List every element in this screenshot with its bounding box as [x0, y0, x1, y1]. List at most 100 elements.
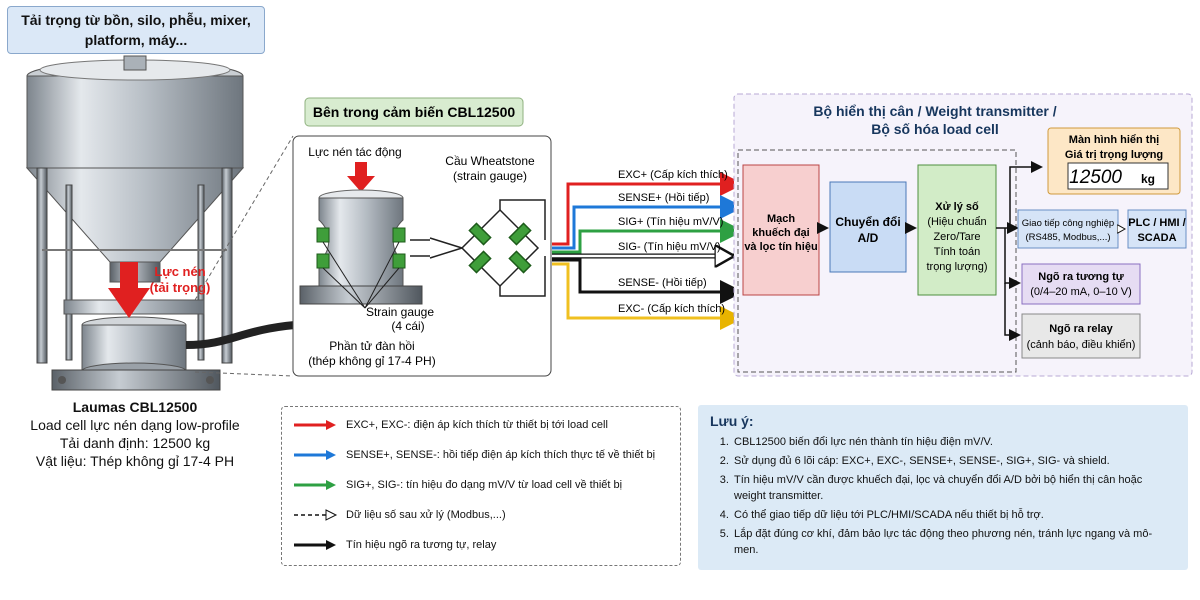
bridge-label-line1: Cầu Wheatstone — [445, 154, 535, 168]
gauge-label-line2: (4 cái) — [391, 319, 424, 333]
load-source-title: Tải trọng từ bồn, silo, phễu, mixer, pla… — [7, 6, 265, 54]
legend-item-sense: SENSE+, SENSE-: hồi tiếp điện áp kích th… — [292, 445, 655, 465]
internal-arrows — [817, 161, 1043, 341]
wire-sense-plus — [552, 195, 744, 250]
sensor-force-arrow — [347, 162, 375, 192]
display-line1: Màn hình hiển thị — [1069, 134, 1159, 146]
plc-line2: SCADA — [1137, 232, 1176, 244]
plc-block — [1127, 209, 1187, 249]
product-rated-load: Tải danh định: 12500 kg — [59, 435, 211, 451]
legend-blue-arrow-icon — [294, 450, 336, 460]
product-type: Load cell lực nén dạng low-profile — [30, 417, 240, 433]
processing-boundary — [737, 149, 1017, 373]
comm-line2: (RS485, Modbus,...) — [1025, 232, 1110, 243]
analog-line1: Ngõ ra tương tự — [1038, 271, 1123, 283]
elastic-label-line2: (thép không gỉ 17-4 PH) — [308, 354, 435, 368]
legend-green-arrow-icon — [294, 480, 336, 490]
relay-line2: (cảnh báo, điều khiển) — [1027, 339, 1136, 351]
display-value: 12500 — [1069, 167, 1122, 188]
elastic-label-line1: Phần tử đàn hồi — [329, 339, 414, 353]
display-screen — [1067, 162, 1169, 190]
relay-line1: Ngõ ra relay — [1049, 323, 1113, 335]
amplifier-line1: Mạch — [767, 213, 795, 225]
processing-line2: (Hiệu chuẩn — [927, 216, 986, 228]
note-item: Tín hiệu mV/V cần được khuếch đại, lọc v… — [732, 472, 1176, 504]
silo-illustration — [25, 55, 296, 391]
notes-title: Lưu ý: — [710, 413, 754, 429]
processing-line1: Xử lý số — [935, 201, 979, 213]
adc-line2: A/D — [858, 231, 879, 245]
adc-line1: Chuyển đổi — [835, 215, 900, 229]
wire-exc-plus — [552, 172, 744, 246]
analog-line2: (0/4–20 mA, 0–10 V) — [1030, 286, 1132, 298]
load-source-title-line2: platform, máy... — [84, 32, 188, 48]
legend-item-output: Tín hiệu ngõ ra tương tự, relay — [292, 535, 496, 555]
sensor-force-label: Lực nén tác động — [308, 145, 401, 159]
signal-label-sense-plus: SENSE+ (Hồi tiếp) — [618, 192, 709, 204]
legend-item-sig: SIG+, SIG-: tín hiệu đo dạng mV/V từ loa… — [292, 475, 622, 495]
legend-item-digital: Dữ liệu số sau xử lý (Modbus,...) — [292, 505, 506, 525]
legend-item-exc: EXC+, EXC-: điện áp kích thích từ thiết … — [292, 415, 608, 435]
legend-text-digital: Dữ liệu số sau xử lý (Modbus,...) — [346, 509, 506, 521]
load-source-title-line1: Tải trọng từ bồn, silo, phễu, mixer, — [21, 12, 251, 28]
processing-block — [917, 164, 997, 296]
strain-gauge-1 — [316, 227, 330, 243]
note-item: CBL12500 biến đổi lực nén thành tín hiệu… — [732, 434, 1176, 450]
product-name: Laumas CBL12500 — [72, 399, 198, 415]
legend-black-arrow-icon — [294, 540, 336, 550]
processing-line3: Zero/Tare — [933, 231, 980, 243]
notes-list: CBL12500 biến đổi lực nén thành tín hiệu… — [710, 434, 1176, 558]
bridge-label-line2: (strain gauge) — [453, 169, 527, 183]
compression-force-arrow — [108, 262, 150, 318]
zoom-line-bottom — [194, 371, 294, 377]
strain-gauge-2 — [392, 227, 406, 243]
zoom-line-top — [194, 135, 294, 301]
relay-output-block — [1021, 313, 1141, 359]
sensor-title: Bên trong cảm biến CBL12500 — [313, 104, 515, 120]
wire-sig-plus — [552, 219, 744, 254]
signal-label-exc-minus: EXC- (Cấp kích thích) — [618, 303, 725, 315]
signal-label-sense-minus: SENSE- (Hồi tiếp) — [618, 277, 707, 289]
legend-box: EXC+, EXC-: điện áp kích thích từ thiết … — [281, 406, 681, 566]
signal-wires — [552, 172, 744, 330]
wheatstone-bridge — [410, 199, 546, 297]
force-label-line1: Lực nén — [154, 264, 205, 279]
wire-sense-minus — [552, 258, 744, 304]
transmitter-title-line2: Bộ số hóa load cell — [871, 121, 999, 137]
amplifier-line2: khuếch đại — [752, 227, 809, 239]
processing-line4: Tính toán — [934, 246, 980, 258]
note-item: Lắp đặt đúng cơ khí, đảm bảo lực tác độn… — [732, 526, 1176, 558]
legend-text-exc: EXC+, EXC-: điện áp kích thích từ thiết … — [346, 419, 608, 431]
note-item: Có thể giao tiếp dữ liệu tới PLC/HMI/SCA… — [732, 507, 1176, 523]
amplifier-block — [742, 164, 820, 296]
legend-text-sig: SIG+, SIG-: tín hiệu đo dạng mV/V từ loa… — [346, 479, 623, 491]
signal-label-exc-plus: EXC+ (Cấp kích thích) — [618, 169, 728, 181]
signal-labels: EXC+ (Cấp kích thích) SENSE+ (Hồi tiếp) … — [618, 169, 728, 315]
signal-label-sig-plus: SIG+ (Tín hiệu mV/V) — [618, 216, 723, 228]
sensor-title-box — [304, 97, 524, 127]
display-line2: Giá trị trọng lượng — [1065, 149, 1163, 161]
signal-label-sig-minus: SIG- (Tín hiệu mV/V) — [618, 241, 721, 253]
amplifier-line3: và lọc tín hiệu — [744, 241, 817, 253]
wire-exc-minus — [552, 262, 744, 330]
legend-text-output: Tín hiệu ngõ ra tương tự, relay — [346, 539, 497, 551]
product-caption: Laumas CBL12500 Load cell lực nén dạng l… — [10, 398, 260, 470]
transmitter-title-line1: Bộ hiển thị cân / Weight transmitter / — [813, 103, 1056, 119]
legend-dashed-arrow-icon — [294, 509, 338, 521]
display-unit: kg — [1141, 172, 1155, 186]
analog-output-block — [1021, 263, 1141, 305]
adc-block — [829, 181, 907, 273]
notes-box: Lưu ý: CBL12500 biến đổi lực nén thành t… — [698, 405, 1188, 570]
comm-block — [1017, 209, 1119, 249]
strain-gauge-3 — [316, 253, 330, 269]
product-material: Vật liệu: Thép không gỉ 17-4 PH — [35, 453, 235, 469]
elastic-element — [299, 189, 423, 309]
processing-line5: trọng lượng) — [926, 261, 987, 273]
plc-line1: PLC / HMI / — [1128, 217, 1185, 229]
force-label-line2: (tải trọng) — [150, 280, 211, 295]
strain-gauge-4 — [392, 253, 406, 269]
legend-text-sense: SENSE+, SENSE-: hồi tiếp điện áp kích th… — [346, 449, 656, 461]
note-item: Sử dụng đủ 6 lõi cáp: EXC+, EXC-, SENSE+… — [732, 453, 1176, 469]
comm-line1: Giao tiếp công nghiệp — [1022, 218, 1114, 229]
